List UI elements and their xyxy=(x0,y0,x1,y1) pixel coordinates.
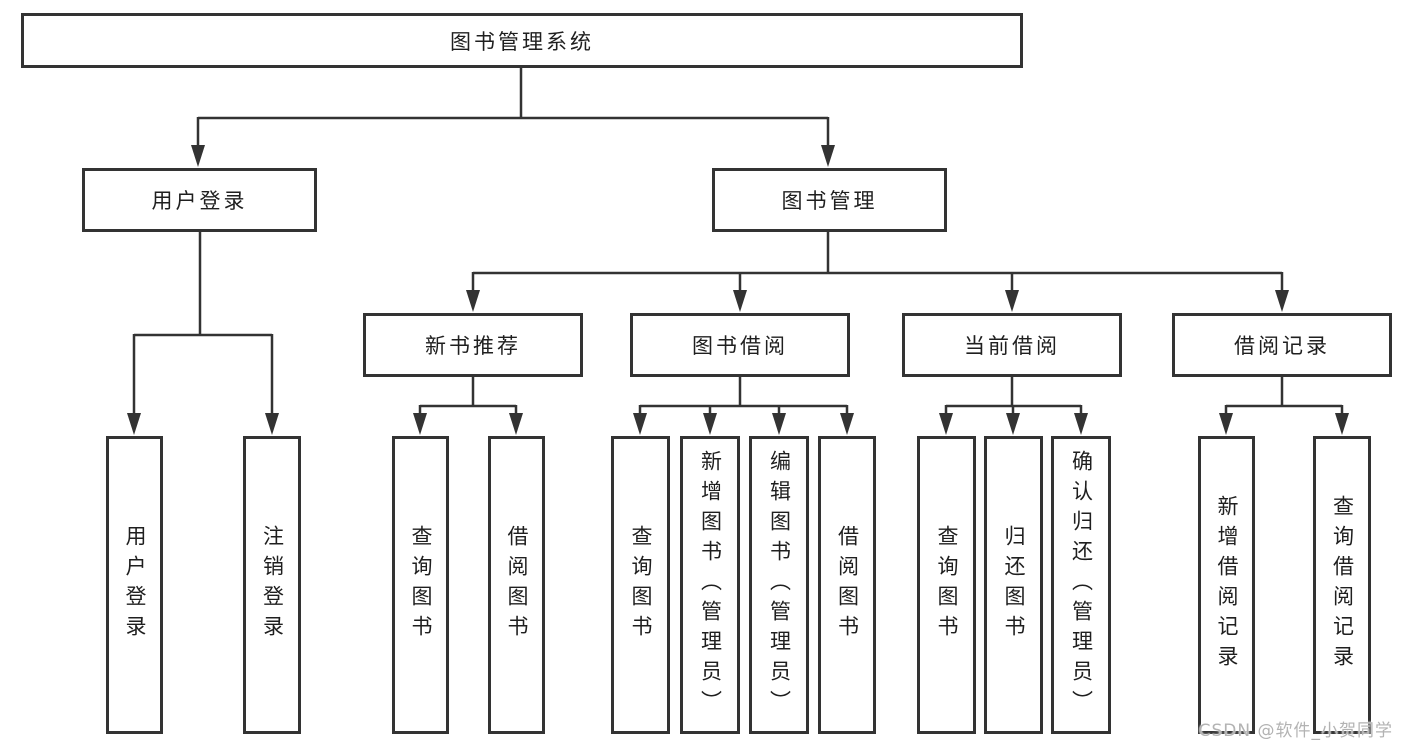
leaf-confirm-return-admin: 确认归还（管理员） xyxy=(1051,436,1111,734)
leaf-edit-book-admin: 编辑图书（管理员） xyxy=(749,436,809,734)
node-borrowing-records: 借阅记录 xyxy=(1172,313,1392,377)
node-label: 图书借阅 xyxy=(692,334,788,358)
leaf-logout-login: 注销登录 xyxy=(243,436,301,734)
node-library-management-system: 图书管理系统 xyxy=(21,13,1023,68)
node-label: 图书管理系统 xyxy=(450,29,594,54)
leaf-query-books-borrowing: 查询图书 xyxy=(611,436,670,734)
node-label: 编辑图书（管理员） xyxy=(767,450,792,720)
node-label: 图书管理 xyxy=(781,189,878,213)
leaf-add-book-admin: 新增图书（管理员） xyxy=(680,436,740,734)
node-label: 借阅图书 xyxy=(835,525,860,645)
leaf-query-books-recommend: 查询图书 xyxy=(392,436,449,734)
node-label: 确认归还（管理员） xyxy=(1069,450,1094,720)
node-label: 新书推荐 xyxy=(425,334,521,358)
node-label: 查询图书 xyxy=(935,525,959,645)
node-label: 借阅记录 xyxy=(1234,334,1330,358)
leaf-return-books: 归还图书 xyxy=(984,436,1043,734)
leaf-add-borrow-record: 新增借阅记录 xyxy=(1198,436,1255,734)
node-label: 用户登录 xyxy=(123,525,147,645)
leaf-user-login: 用户登录 xyxy=(106,436,163,734)
leaf-borrow-books-borrowing: 借阅图书 xyxy=(818,436,876,734)
node-label: 归还图书 xyxy=(1002,525,1026,645)
leaf-query-borrow-record: 查询借阅记录 xyxy=(1313,436,1371,734)
node-current-borrowing: 当前借阅 xyxy=(902,313,1122,377)
node-label: 当前借阅 xyxy=(964,334,1060,358)
csdn-watermark: CSDN @软件_小贺同学 xyxy=(1198,721,1393,741)
node-label: 用户登录 xyxy=(151,189,248,213)
node-label: 新增图书（管理员） xyxy=(698,450,723,720)
node-label: 注销登录 xyxy=(260,525,285,645)
node-new-book-recommendation: 新书推荐 xyxy=(363,313,583,377)
node-label: 借阅图书 xyxy=(505,525,529,645)
node-user-login: 用户登录 xyxy=(82,168,317,232)
node-book-management: 图书管理 xyxy=(712,168,947,232)
leaf-query-books-current: 查询图书 xyxy=(917,436,976,734)
node-label: 查询图书 xyxy=(409,525,433,645)
node-label: 查询图书 xyxy=(629,525,653,645)
arrowheads xyxy=(127,145,1349,435)
node-label: 新增借阅记录 xyxy=(1215,495,1239,675)
node-label: 查询借阅记录 xyxy=(1330,495,1355,675)
node-book-borrowing: 图书借阅 xyxy=(630,313,850,377)
leaf-borrow-books-recommend: 借阅图书 xyxy=(488,436,545,734)
